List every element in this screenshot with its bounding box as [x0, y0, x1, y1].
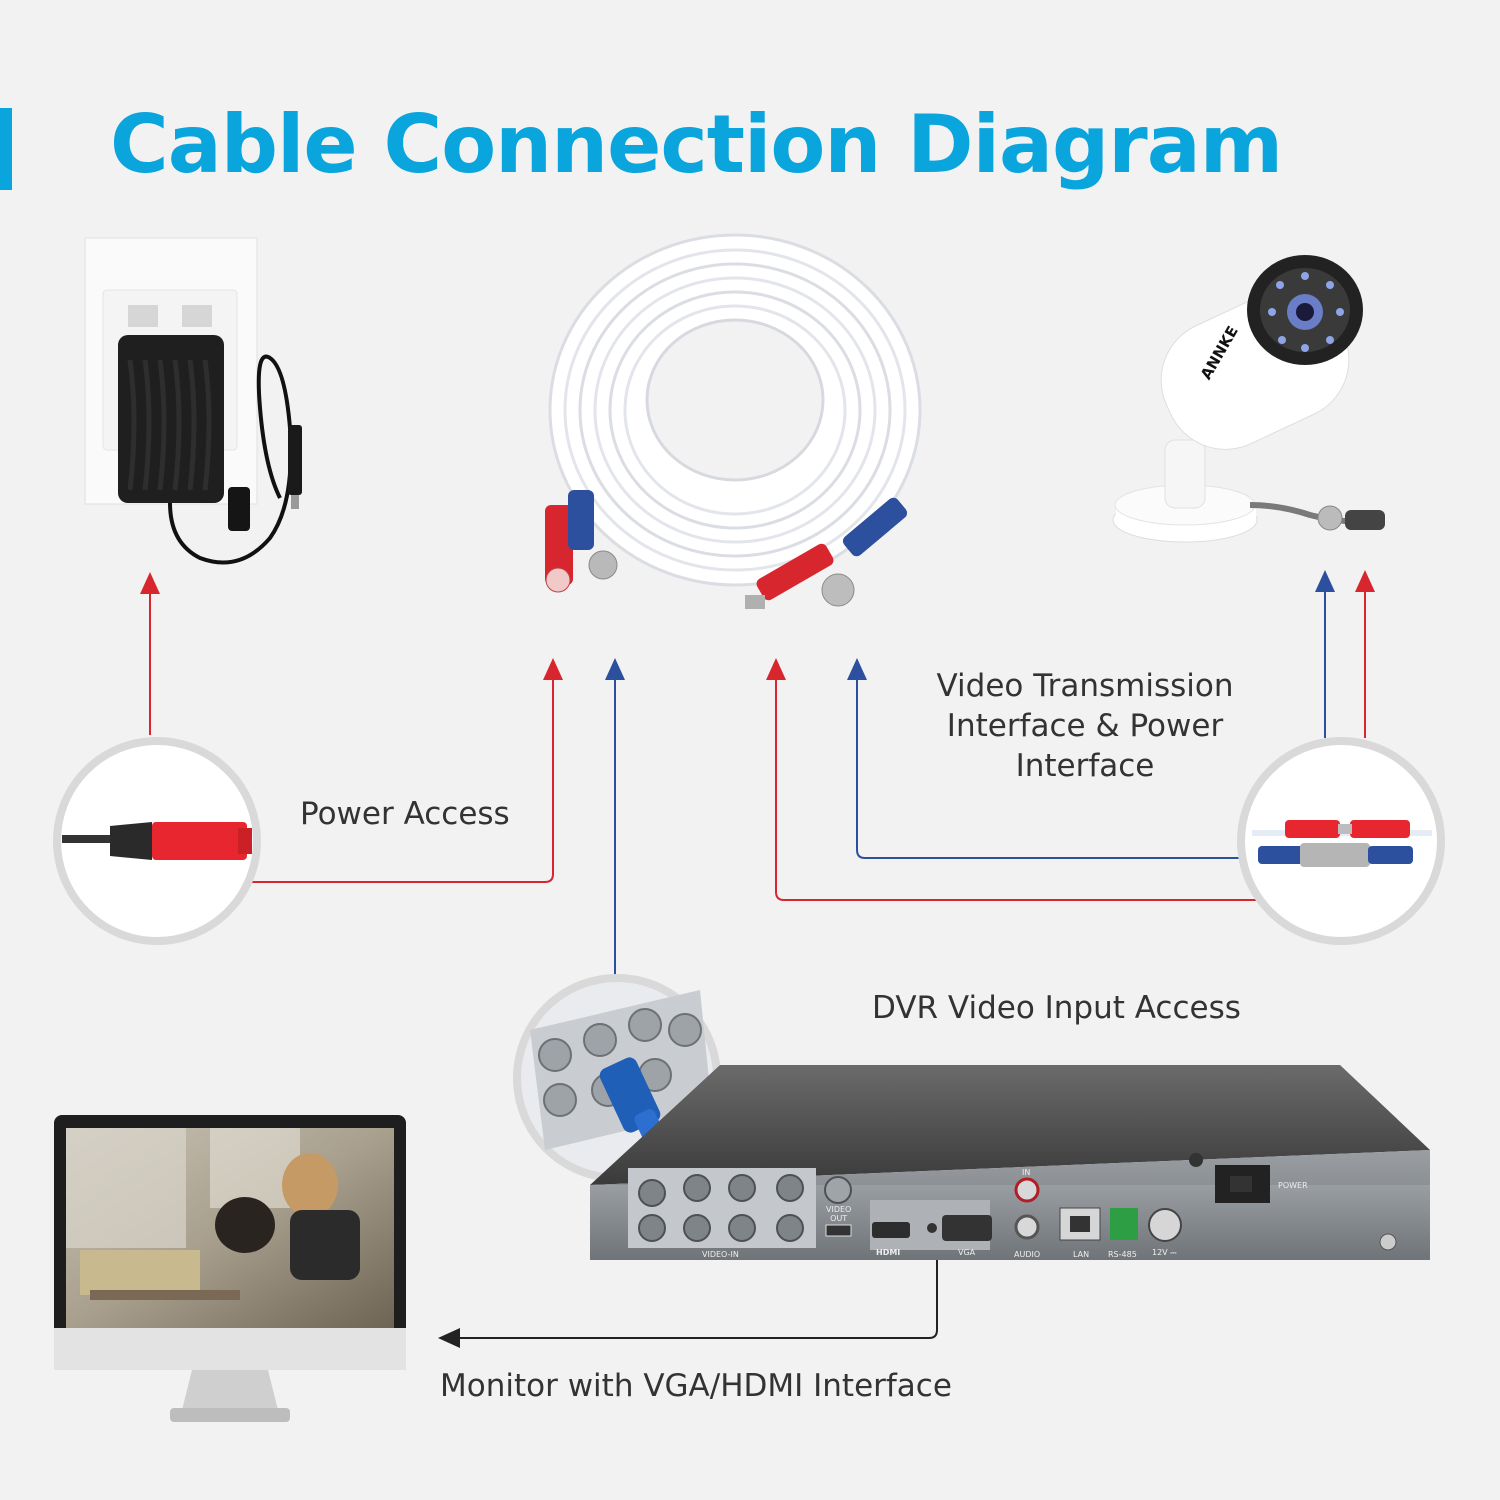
video-in-port-label: VIDEO-IN [702, 1250, 739, 1259]
power-adapter-image [84, 237, 302, 565]
dvr-recorder-image [590, 1065, 1430, 1260]
monitor-arrow [438, 1250, 938, 1348]
rs485-port-label: RS-485 [1108, 1250, 1137, 1259]
lan-port-label: LAN [1073, 1250, 1090, 1259]
power-plug-detail-circle [53, 737, 261, 945]
power-access-arrow [252, 658, 563, 883]
camera-video-arrow [847, 658, 1240, 859]
connection-lines [140, 570, 1375, 1348]
page-title: Cable Connection Diagram [110, 98, 1283, 191]
bnc-dc-detail-circle [1237, 737, 1445, 945]
video-transmission-label: Video Transmission Interface & Power Int… [936, 668, 1234, 784]
power-input-label: 12V ⎓ [1152, 1248, 1177, 1257]
camera-power-arrow [766, 658, 1258, 901]
bnc-cable-coil-image [545, 233, 922, 609]
audio-in-port-label: IN [1022, 1168, 1031, 1177]
dvr-video-input-label: DVR Video Input Access [872, 990, 1241, 1026]
title-accent-bar [0, 108, 12, 190]
hdmi-port-label: HDMI [876, 1248, 901, 1257]
audio-port-label: AUDIO [1014, 1250, 1041, 1259]
power-switch-label: POWER [1278, 1181, 1308, 1190]
monitor-label: Monitor with VGA/HDMI Interface [440, 1368, 952, 1404]
vga-port-label: VGA [958, 1248, 976, 1257]
power-access-label: Power Access [300, 796, 510, 832]
bullet-camera-image: ANNKE [1112, 255, 1385, 543]
monitor-image [54, 1115, 406, 1422]
